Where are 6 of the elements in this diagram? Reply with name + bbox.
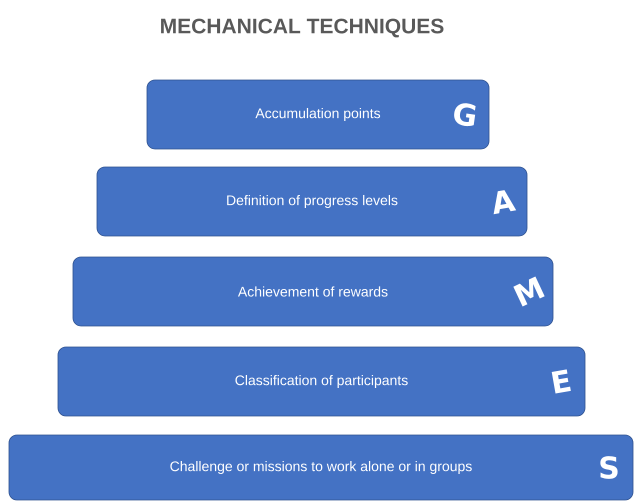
letter: G	[454, 103, 476, 126]
letter: S	[600, 456, 618, 479]
letter: M	[513, 276, 545, 307]
letter: E	[552, 369, 571, 394]
title: MECHANICAL TECHNIQUES	[161, 18, 444, 38]
letter: A	[494, 190, 516, 214]
